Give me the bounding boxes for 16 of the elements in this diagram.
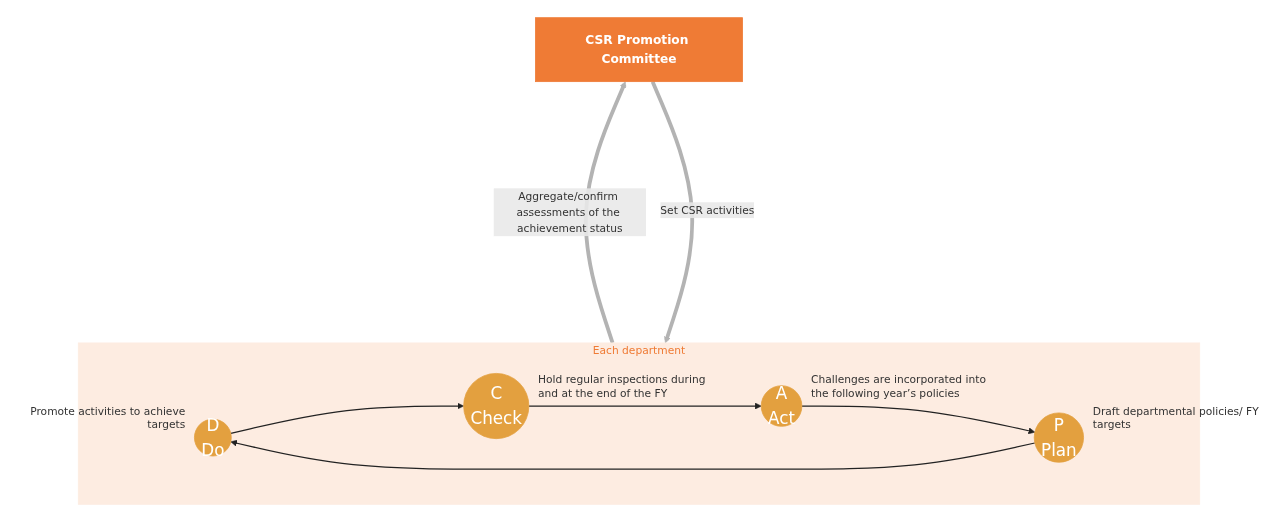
node-circle: D Do <box>194 418 232 457</box>
arrow <box>528 402 762 410</box>
node-circle: C Check <box>463 373 530 440</box>
annotation-text: Hold regular inspections during and at the end of the FY <box>538 372 707 400</box>
arrow <box>230 439 1036 470</box>
annotation-text: Promote activities to achieve targets <box>29 403 186 432</box>
arrow <box>650 80 695 344</box>
node-circle: A Act <box>760 385 803 427</box>
arrow <box>801 405 1036 435</box>
arrow <box>230 402 464 434</box>
edge-label: Aggregate/confirm assessments of the achievement status <box>516 189 623 234</box>
annotation-text: Draft departmental policies/ FY targets <box>1092 403 1260 432</box>
edge-label: Set CSR activities <box>660 203 755 216</box>
node-circle: P Plan <box>1033 412 1084 463</box>
annotation-text: Challenges are incorporated into the following year’s policies <box>811 372 987 400</box>
node-box: CSR Promotion Committee <box>535 17 743 83</box>
